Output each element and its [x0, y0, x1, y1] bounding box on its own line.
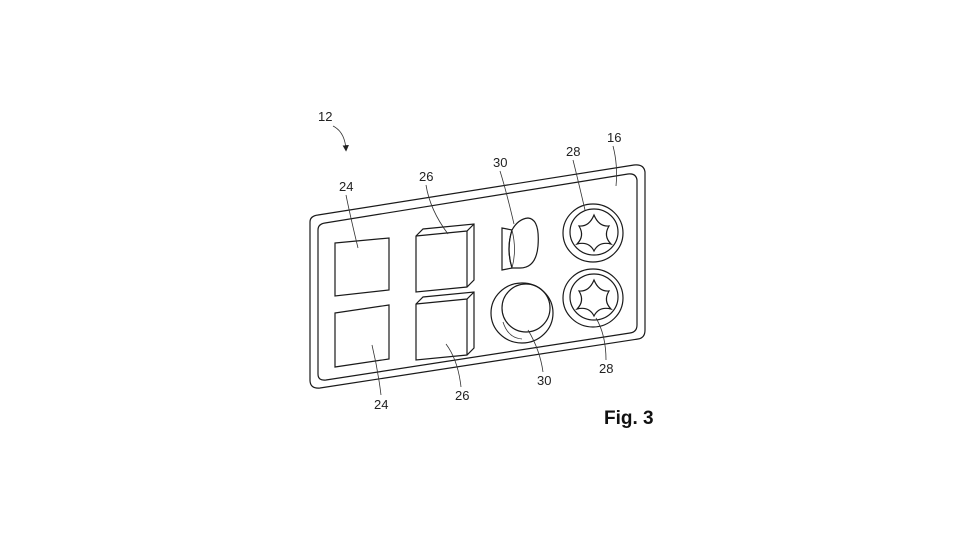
block-bottom [415, 291, 475, 361]
label-panel: 16 [607, 130, 621, 145]
texture-square-hatched [334, 304, 390, 368]
figure-caption: Fig. 3 [604, 408, 654, 429]
leader-lines [332, 125, 617, 396]
texture-square-dotted [334, 237, 390, 297]
block-top [415, 223, 475, 293]
label-block-top: 26 [419, 169, 433, 184]
star-seal-top [562, 203, 624, 263]
label-texture-top: 24 [339, 179, 353, 194]
knob-side-view [501, 217, 539, 271]
label-star-bottom: 28 [599, 361, 613, 376]
label-knob-top: 30 [493, 155, 507, 170]
label-texture-bottom: 24 [374, 397, 388, 412]
label-assembly: 12 [318, 109, 332, 124]
label-block-bottom: 26 [455, 388, 469, 403]
label-star-top: 28 [566, 144, 580, 159]
knob-front-view [490, 282, 554, 344]
panel [309, 164, 646, 389]
star-seal-bottom [562, 268, 624, 328]
label-knob-bottom: 30 [537, 373, 551, 388]
